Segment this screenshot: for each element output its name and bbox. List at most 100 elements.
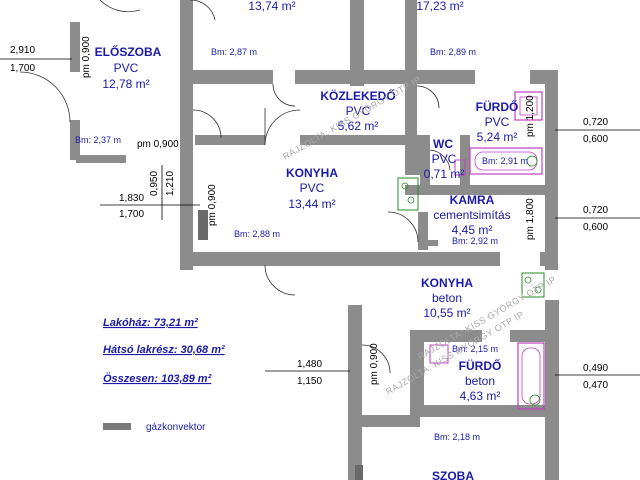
bathtub-inner — [521, 347, 541, 405]
dimension-value: 1,480 — [297, 359, 322, 370]
bathtub-icon — [469, 147, 543, 175]
dimension-value: 0,600 — [583, 134, 608, 145]
wall — [295, 70, 415, 84]
wall — [70, 120, 80, 160]
ceiling-height: Bm: 2,87 m — [211, 47, 257, 57]
wall — [410, 405, 550, 417]
wall — [76, 155, 126, 163]
stove-icon — [397, 177, 419, 211]
room-name: FÜRDŐ — [476, 99, 519, 114]
wall — [180, 252, 500, 266]
room-floor: PVC — [346, 104, 371, 118]
wall — [180, 86, 193, 166]
door-swing — [429, 149, 451, 171]
room-area: 17,23 m² — [416, 0, 463, 13]
sink-icon — [429, 344, 449, 364]
fixtures — [198, 91, 545, 480]
door-swing — [99, 0, 141, 13]
room-name: WC — [433, 137, 453, 151]
sink-basin — [519, 96, 538, 116]
burner-icon — [401, 182, 409, 190]
wall — [545, 300, 559, 480]
dimension-value: 2,910 — [10, 45, 35, 56]
room-area: 12,78 m² — [102, 77, 149, 91]
door-swing — [272, 83, 296, 107]
dimension-value: 0,720 — [583, 205, 608, 216]
door-swing — [416, 85, 440, 109]
dimension-value: 0,720 — [583, 117, 608, 128]
wall — [428, 240, 438, 246]
door-swing — [19, 71, 71, 123]
room-name: KÖZLEKEDŐ — [320, 88, 395, 103]
summary-osszesen: Összesen: 103,89 m² — [103, 372, 212, 385]
room-name: ELŐSZOBA — [95, 44, 162, 59]
ceiling-height: Bm: 2,91 m — [482, 156, 528, 166]
dimension-value: 0,600 — [583, 222, 608, 233]
wall — [418, 212, 428, 250]
boiler-icon — [529, 394, 541, 406]
ceiling-height: Bm: 2,88 m — [234, 229, 280, 239]
room-area: 4,45 m² — [452, 223, 493, 237]
sink-icon — [514, 91, 543, 121]
room-area: 10,55 m² — [423, 306, 470, 320]
room-floor: PVC — [300, 181, 325, 195]
watermark: RAJZOLTA: KISS GYÖRGY OTP IP — [281, 74, 423, 162]
room-floor: beton — [465, 374, 495, 388]
room-floor: beton — [432, 291, 462, 305]
summary-lakohaz: Lakóház: 73,21 m² — [103, 317, 198, 329]
wall — [180, 0, 193, 86]
parapet-height: pm 1,800 — [525, 198, 536, 240]
wall — [405, 0, 417, 86]
dimension-value: 1,700 — [119, 209, 144, 220]
parapet-height: pm 0,900 — [369, 343, 380, 385]
gas-convector-icon — [355, 465, 363, 480]
room-name: KAMRA — [450, 193, 495, 207]
dimension-value: 1,150 — [297, 376, 322, 387]
room-floor: cementsimítás — [433, 208, 510, 222]
burner-icon — [534, 286, 542, 294]
room-floor: PVC — [114, 61, 139, 75]
room-name: KONYHA — [286, 166, 338, 180]
wall — [510, 330, 550, 342]
dimension-value: 0,950 — [149, 171, 160, 196]
summary-hatso: Hátsó lakrész: 30,68 m² — [103, 344, 225, 356]
door-swing — [264, 109, 301, 146]
legend-swatch — [103, 423, 131, 430]
dimension-lines — [0, 58, 640, 376]
wall — [70, 22, 80, 72]
legend-label: gázkonvektor — [146, 422, 206, 433]
wall — [180, 160, 193, 270]
room-name: SZOBA — [432, 469, 474, 480]
wall — [350, 0, 364, 86]
wall — [360, 415, 420, 427]
dimension-value: 1,700 — [10, 63, 35, 74]
toilet-icon — [454, 159, 466, 176]
ceiling-height: Bm: 2,92 m — [452, 236, 498, 246]
gas-convector-icon — [198, 210, 208, 240]
bathtub-icon — [517, 342, 545, 410]
room-area: 0,71 m² — [424, 167, 465, 181]
room-area: 4,63 m² — [460, 389, 501, 403]
door-swing — [192, 109, 222, 139]
burner-icon — [407, 196, 415, 204]
wall — [417, 70, 475, 84]
wall — [545, 70, 558, 270]
dimension-value: 1,210 — [165, 171, 176, 196]
wall — [540, 252, 558, 266]
wall — [422, 330, 482, 342]
doors — [19, 0, 451, 374]
room-area: 13,44 m² — [288, 197, 335, 211]
walls — [70, 0, 559, 480]
wall — [193, 70, 273, 84]
dimension-value: 1,830 — [119, 193, 144, 204]
room-floor: PVC — [432, 152, 457, 166]
room-area: 5,24 m² — [477, 130, 518, 144]
door-swing — [361, 344, 391, 374]
room-area: 13,74 m² — [248, 0, 295, 13]
door-swing — [264, 264, 296, 296]
dimension-value: 0,490 — [583, 363, 608, 374]
burner-icon — [524, 276, 532, 284]
door-swing — [387, 211, 419, 243]
wall — [420, 135, 430, 185]
